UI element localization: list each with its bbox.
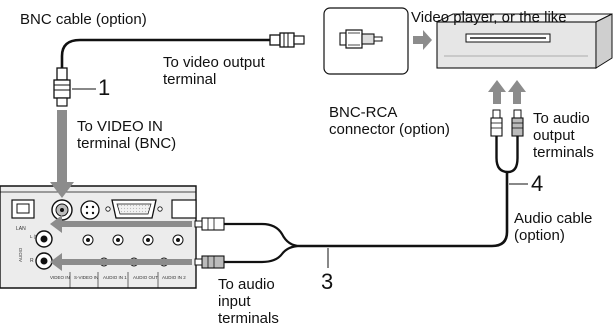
rca-plugs-projector-end	[194, 217, 225, 269]
to-video-in-label: To VIDEO IN terminal (BNC)	[77, 118, 177, 152]
audio-in-1-label: AUDIO IN 1	[103, 275, 127, 280]
audio-in-jack-l	[35, 230, 53, 248]
bnc-plug-projector-end	[53, 67, 71, 107]
audio-vertical-label: AUDIO	[18, 247, 23, 262]
audio-cable-label: Audio cable (option)	[514, 210, 593, 244]
callout-1: 1	[98, 75, 111, 100]
arrow-to-video-in	[50, 110, 74, 198]
callout-3: 3	[321, 269, 334, 294]
audio-out-label: AUDIO OUT	[133, 275, 158, 280]
arrow-to-player	[413, 30, 432, 50]
s-video-in-label: S-VIDEO IN	[74, 275, 98, 280]
rca-plugs-player-end	[490, 109, 524, 137]
bnc-rca-connector-label: BNC-RCA connector (option)	[329, 104, 450, 138]
to-audio-output-label: To audio output terminals	[533, 110, 594, 161]
projector-panel: LAN AUDIO L (MONO) R	[0, 185, 197, 289]
r-label: R	[30, 258, 34, 264]
video-player	[436, 13, 613, 69]
bnc-rca-connector-icon	[339, 29, 383, 49]
arrows-to-audio-output	[488, 80, 526, 104]
bnc-cable	[53, 32, 305, 107]
to-video-output-label: To video output terminal	[163, 54, 265, 88]
video-player-label: Video player, or the like	[411, 9, 567, 26]
bnc-video-in-port	[51, 199, 73, 221]
bnc-rca-connector-box	[323, 7, 409, 75]
arrows-to-audio-input	[50, 215, 192, 271]
audio-in-jack-r	[35, 252, 53, 270]
audio-cable	[194, 109, 524, 269]
video-in-label: VIDEO IN	[50, 275, 70, 280]
bnc-cable-label: BNC cable (option)	[20, 11, 147, 28]
lan-port-label: LAN	[16, 226, 26, 232]
callout-4: 4	[531, 171, 544, 196]
to-audio-input-label: To audio input terminals	[218, 276, 279, 327]
audio-in-2-label: AUDIO IN 2	[162, 275, 186, 280]
dsub-port	[105, 199, 163, 219]
lan-port: LAN	[11, 199, 35, 232]
bnc-plug-player-end	[269, 32, 305, 48]
s-video-port	[80, 200, 100, 220]
